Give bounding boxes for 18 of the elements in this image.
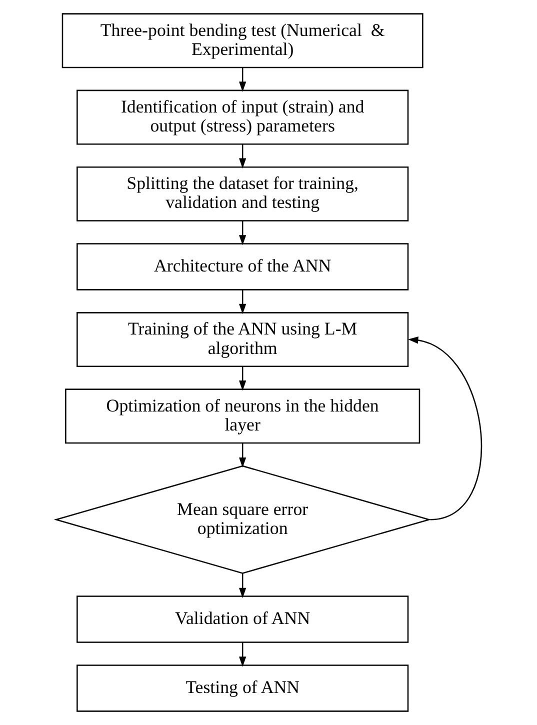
node-box: Identification of input (strain) and output (stress) parameters <box>76 90 408 145</box>
node-box: Training of the ANN using L-M algorithm <box>76 312 408 367</box>
node-box: Architecture of the ANN <box>76 243 408 290</box>
arrow <box>407 336 482 520</box>
arrow <box>238 220 246 246</box>
node-box: Optimization of neurons in the hidden layer <box>64 388 420 444</box>
arrow <box>238 366 246 391</box>
node-box: Testing of ANN <box>76 664 408 712</box>
node-box: Three-point bending test (Numerical & Experimental) <box>61 13 423 68</box>
node-box: Validation of ANN <box>76 596 408 643</box>
node-diamond: Mean square error optimization <box>53 465 431 574</box>
arrow <box>238 290 246 314</box>
arrow <box>238 68 246 92</box>
arrow <box>238 573 246 598</box>
node-box: Splitting the dataset for training, validation and testing <box>76 166 408 222</box>
arrow <box>238 144 246 169</box>
arrow <box>238 443 246 468</box>
arrow <box>238 642 246 667</box>
